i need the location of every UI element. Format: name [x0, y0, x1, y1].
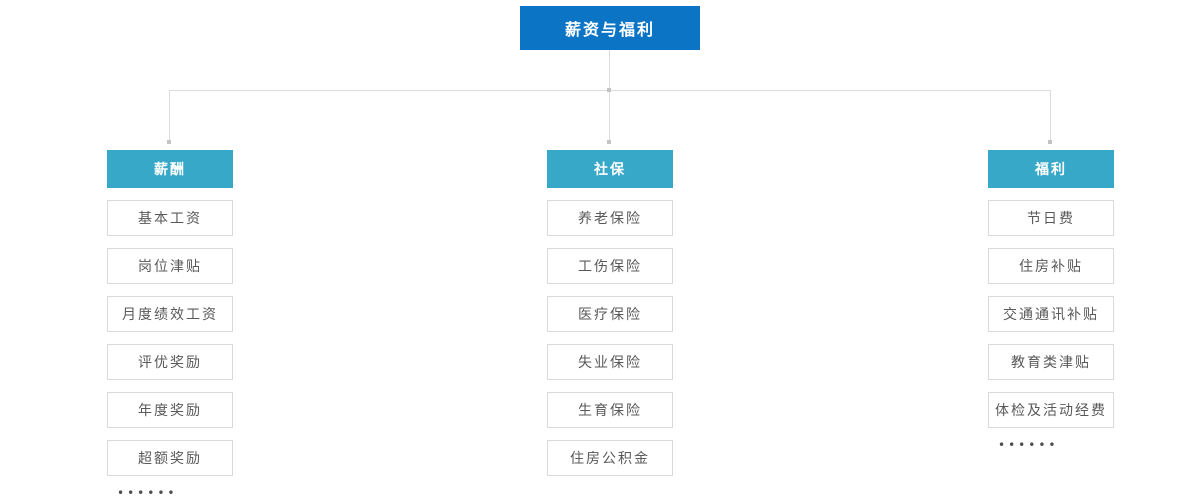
- node-housing-subsidy: 住房补贴: [988, 248, 1114, 284]
- arrow-tip-right-icon: [1048, 140, 1052, 144]
- column-social-insurance: 社保 养老保险 工伤保险 医疗保险 失业保险 生育保险 住房公积金: [547, 150, 673, 476]
- node-excellence-award: 评优奖励: [107, 344, 233, 380]
- node-medical-insurance: 医疗保险: [547, 296, 673, 332]
- column-header-benefits: 福利: [988, 150, 1114, 188]
- column-header-social-insurance: 社保: [547, 150, 673, 188]
- column-benefits: 福利 节日费 住房补贴 交通通讯补贴 教育类津贴 体检及活动经费 ••••••: [988, 150, 1114, 452]
- node-housing-fund: 住房公积金: [547, 440, 673, 476]
- connector-drop-middle: [609, 91, 610, 142]
- connector-root-stub: [609, 50, 610, 90]
- node-monthly-performance: 月度绩效工资: [107, 296, 233, 332]
- arrow-tip-middle-icon: [607, 140, 611, 144]
- node-work-injury-insurance: 工伤保险: [547, 248, 673, 284]
- node-maternity-insurance: 生育保险: [547, 392, 673, 428]
- node-pension-insurance: 养老保险: [547, 200, 673, 236]
- column-header-salary: 薪酬: [107, 150, 233, 188]
- node-post-allowance: 岗位津贴: [107, 248, 233, 284]
- node-basic-salary: 基本工资: [107, 200, 233, 236]
- node-annual-award: 年度奖励: [107, 392, 233, 428]
- node-excess-award: 超额奖励: [107, 440, 233, 476]
- connector-junction-dot: [607, 88, 611, 92]
- node-transport-comm-subsidy: 交通通讯补贴: [988, 296, 1114, 332]
- ellipsis-benefits: ••••••: [998, 438, 1059, 452]
- node-checkup-activity-funds: 体检及活动经费: [988, 392, 1114, 428]
- arrow-tip-left-icon: [167, 140, 171, 144]
- ellipsis-salary: ••••••: [117, 486, 178, 500]
- connector-drop-left: [169, 90, 170, 142]
- node-holiday-fee: 节日费: [988, 200, 1114, 236]
- node-education-allowance: 教育类津贴: [988, 344, 1114, 380]
- root-node-label: 薪资与福利: [564, 20, 655, 39]
- node-unemployment-insurance: 失业保险: [547, 344, 673, 380]
- root-node: 薪资与福利: [520, 6, 700, 50]
- column-salary: 薪酬 基本工资 岗位津贴 月度绩效工资 评优奖励 年度奖励 超额奖励 •••••…: [107, 150, 233, 500]
- connector-drop-right: [1050, 90, 1051, 142]
